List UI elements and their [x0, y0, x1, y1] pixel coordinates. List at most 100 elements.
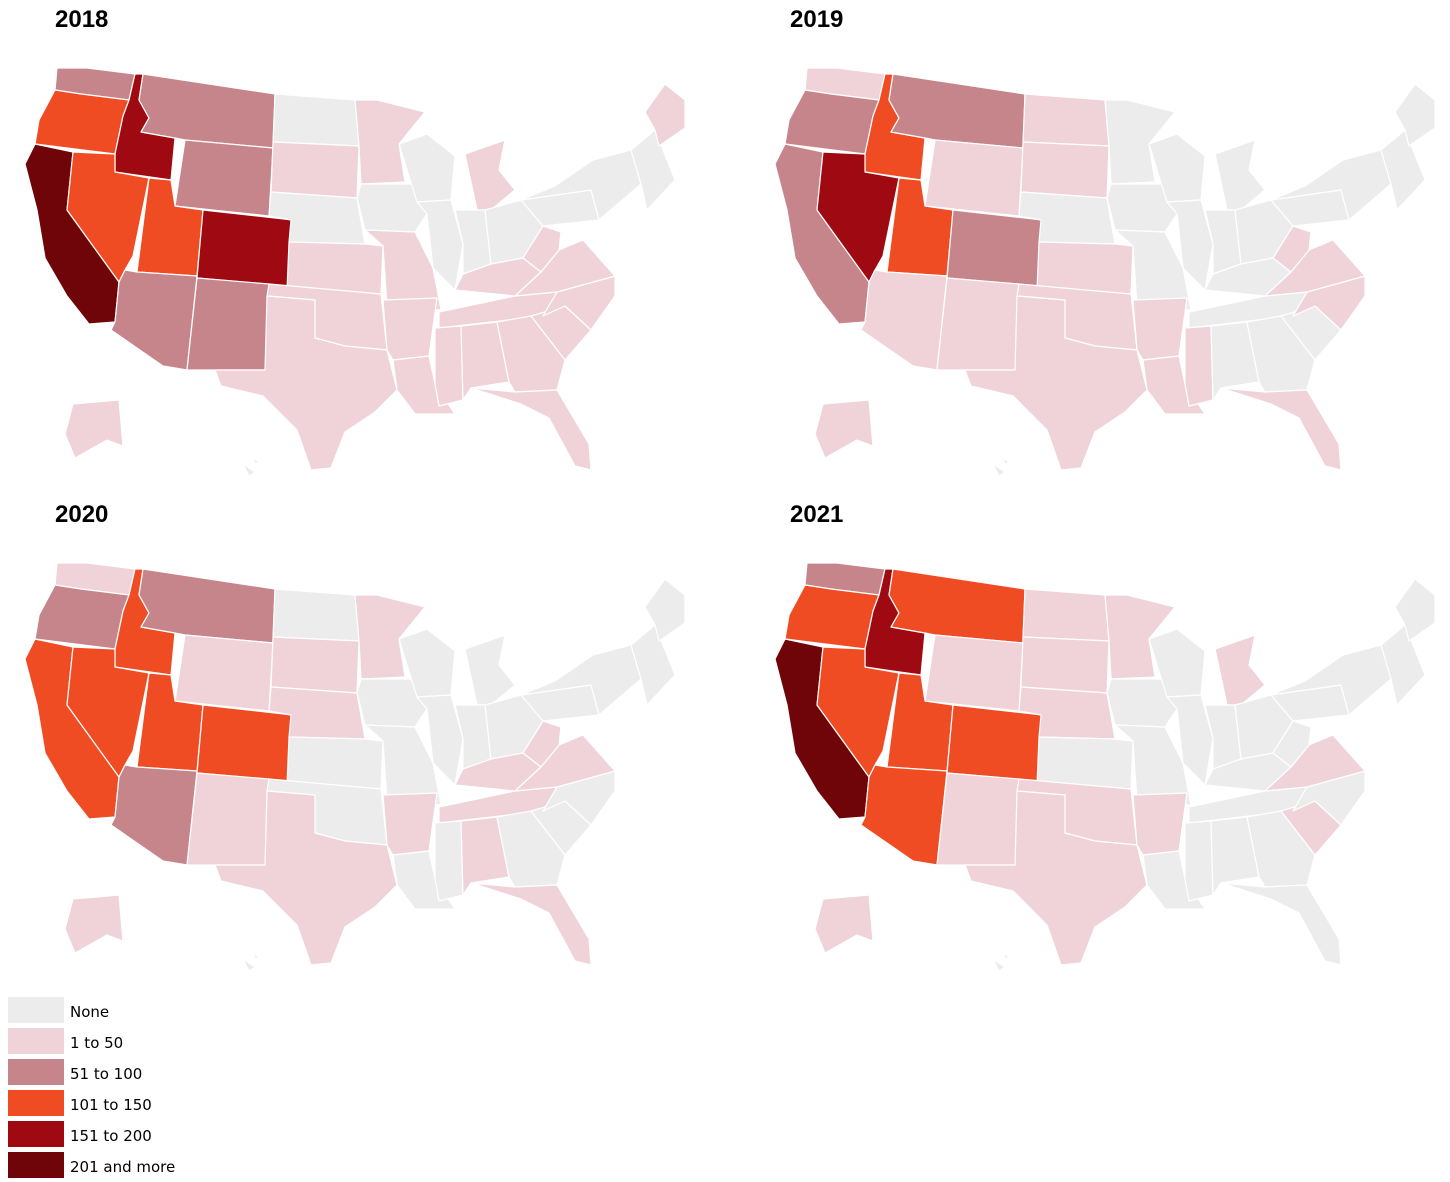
state-wy [174, 634, 274, 712]
state-wv [522, 225, 562, 273]
legend-item-none: None [8, 997, 308, 1027]
map-panel-2019: 2019 [725, 0, 1450, 490]
state-mn [1104, 594, 1176, 680]
map-panel-2020: 2020 [0, 495, 725, 985]
state-sd [1020, 141, 1110, 199]
legend-swatch [8, 1059, 64, 1085]
state-fl [470, 387, 592, 471]
state-tx [964, 790, 1148, 966]
legend-label: 1 to 50 [70, 1034, 124, 1052]
state-hi [242, 457, 260, 477]
legend-swatch [8, 1090, 64, 1116]
legend-label: 51 to 100 [70, 1065, 143, 1083]
legend-item-101-150: 101 to 150 [8, 1090, 308, 1120]
map-title: 2018 [55, 6, 109, 33]
state-wy [924, 634, 1024, 712]
state-or [34, 89, 130, 155]
state-nv [66, 646, 150, 778]
state-ar [1132, 792, 1188, 856]
state-nv [66, 151, 150, 283]
state-wi [398, 628, 456, 698]
state-nd [1022, 588, 1110, 642]
state-mi [464, 139, 516, 211]
state-mn [1104, 99, 1176, 185]
state-co [196, 704, 294, 782]
state-co [196, 209, 294, 287]
state-me [1394, 83, 1436, 147]
state-me [644, 83, 686, 147]
state-hi [242, 952, 260, 972]
state-ne-states [1380, 129, 1426, 211]
legend-swatch [8, 1152, 64, 1178]
state-fl [1220, 882, 1342, 966]
state-sd [270, 141, 360, 199]
map-panel-2018: 2018 [0, 0, 725, 490]
state-tx [964, 295, 1148, 471]
state-ny [520, 644, 642, 716]
state-fl [1220, 387, 1342, 471]
state-nv [816, 151, 900, 283]
legend-item-201-more: 201 and more [8, 1152, 308, 1182]
us-map [774, 562, 1436, 972]
state-ne-states [1380, 624, 1426, 706]
state-mo [1114, 724, 1192, 806]
state-mo [364, 724, 442, 806]
state-mn [354, 99, 426, 185]
state-hi [992, 457, 1010, 477]
map-title: 2020 [55, 501, 109, 528]
state-tx [214, 790, 398, 966]
state-ms [1184, 325, 1214, 407]
state-mo [364, 229, 442, 311]
state-co [946, 704, 1044, 782]
us-map [24, 562, 686, 972]
state-al [460, 321, 510, 401]
state-wv [1272, 225, 1312, 273]
legend-swatch [8, 1028, 64, 1054]
state-nv [816, 646, 900, 778]
state-ar [382, 792, 438, 856]
legend-item-51-100: 51 to 100 [8, 1059, 308, 1089]
state-wv [1272, 720, 1312, 768]
state-ak [64, 399, 124, 459]
state-al [1210, 321, 1260, 401]
state-az [110, 764, 198, 866]
state-mi [1214, 139, 1266, 211]
state-co [946, 209, 1044, 287]
state-sd [270, 636, 360, 694]
us-map [24, 67, 686, 477]
map-title: 2021 [790, 501, 844, 528]
state-al [460, 816, 510, 896]
legend-swatch [8, 997, 64, 1023]
legend-label: 151 to 200 [70, 1127, 152, 1145]
state-ms [434, 325, 464, 407]
state-or [784, 89, 880, 155]
state-nm [186, 772, 270, 866]
legend-label: None [70, 1003, 110, 1021]
map-title: 2019 [790, 6, 844, 33]
state-ar [1132, 297, 1188, 361]
state-wy [174, 139, 274, 217]
state-ms [434, 820, 464, 902]
state-nm [936, 277, 1020, 371]
state-az [860, 269, 948, 371]
legend-item-151-200: 151 to 200 [8, 1121, 308, 1151]
state-al [1210, 816, 1260, 896]
state-sd [1020, 636, 1110, 694]
state-ne-states [630, 624, 676, 706]
state-nd [272, 93, 360, 147]
state-me [644, 578, 686, 642]
state-mo [1114, 229, 1192, 311]
state-ak [64, 894, 124, 954]
legend-label: 201 and more [70, 1158, 176, 1176]
state-or [784, 584, 880, 650]
legend-label: 101 to 150 [70, 1096, 152, 1114]
state-az [860, 764, 948, 866]
state-ny [520, 149, 642, 221]
state-or [34, 584, 130, 650]
legend: None 1 to 50 51 to 100 101 to 150 151 to… [8, 997, 308, 1178]
legend-swatch [8, 1121, 64, 1147]
state-ny [1270, 149, 1392, 221]
state-ak [814, 894, 874, 954]
state-hi [992, 952, 1010, 972]
state-wi [398, 133, 456, 203]
